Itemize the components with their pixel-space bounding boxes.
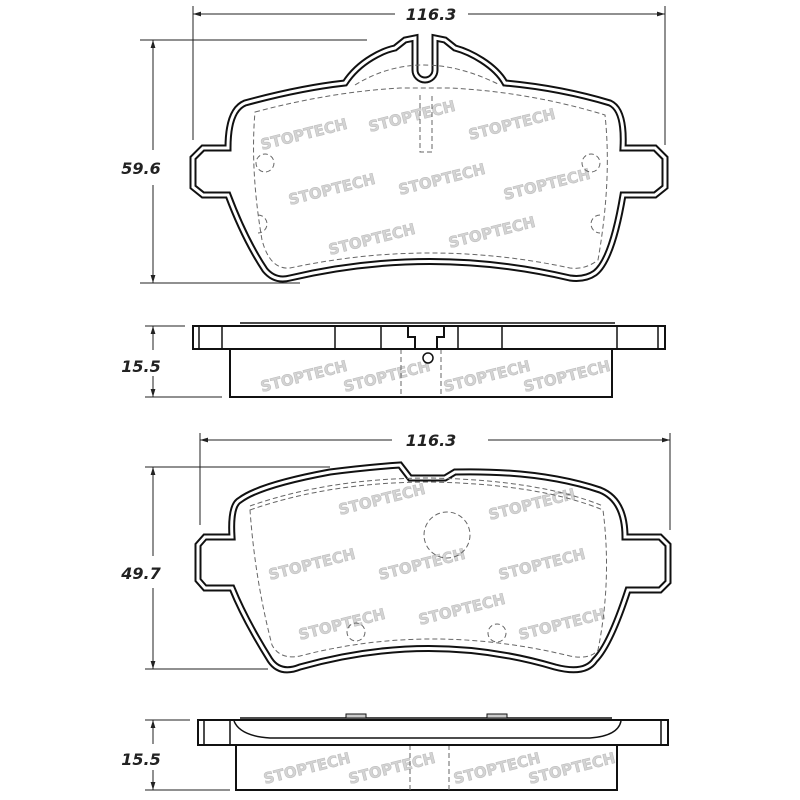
watermark-text: STOPTECH	[262, 749, 353, 788]
rivet-hole	[590, 214, 601, 234]
shim-clip	[486, 713, 508, 719]
hump-hidden-edge	[354, 64, 501, 86]
pad2-side-view: 15.5 STOPTECH STOPTECH STOPTECH STOPTECH	[121, 713, 669, 791]
shim-clip	[345, 713, 367, 719]
slot-hidden-line	[419, 95, 433, 153]
pad1-side-view: 15.5 STOPTECH STOPTECH STOPTECH STOPTECH	[121, 322, 666, 398]
rivet-hole	[581, 153, 601, 173]
watermark-text: STOPTECH	[527, 749, 618, 788]
rivet-hole	[346, 622, 366, 642]
piston-contact-circle	[423, 511, 471, 559]
pad1-backing-plate	[192, 325, 666, 350]
pad2-width-label: 116.3	[406, 431, 457, 450]
pad1-thickness-label: 15.5	[121, 357, 160, 376]
slot-notch	[407, 326, 445, 349]
pad2-backing-plate	[197, 719, 669, 746]
watermark-text: STOPTECH	[442, 357, 533, 396]
pad1-friction-surface	[193, 38, 665, 279]
rivet-hole	[257, 214, 268, 234]
friction-material-edge	[249, 481, 608, 658]
watermark-text: STOPTECH	[342, 357, 433, 396]
pad2-front-view: 116.3 49.7 STOPTECH STOPTECH STOPTECH ST…	[120, 431, 670, 670]
wear-sensor-hole	[422, 352, 434, 364]
pad2-thickness-label: 15.5	[121, 750, 160, 769]
pad1-height-label: 59.6	[121, 159, 160, 178]
pad1-width-label: 116.3	[406, 5, 457, 24]
pad1-front-view: 116.3 59.6 STOPTECH STOPTECH STOPTECH ST…	[121, 5, 665, 284]
rivet-hole	[487, 623, 507, 643]
watermark-text: STOPTECH	[259, 357, 350, 396]
rivet-hole	[255, 153, 275, 173]
pad2-height-label: 49.7	[120, 564, 161, 583]
watermark-text: STOPTECH	[522, 357, 613, 396]
watermark-text: STOPTECH	[347, 749, 438, 788]
